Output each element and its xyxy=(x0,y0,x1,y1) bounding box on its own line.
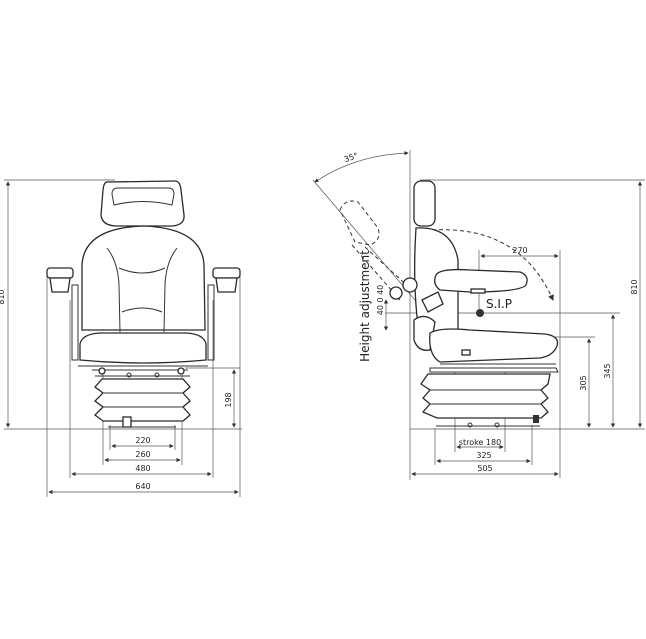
sip-label: S.I.P xyxy=(486,297,512,311)
dim-label-35deg: 35° xyxy=(343,151,359,164)
dim-label-270: 270 xyxy=(512,246,527,255)
dim-label-345: 345 xyxy=(603,363,612,378)
side-seat xyxy=(429,328,559,363)
dim-label-810-side: 810 xyxy=(630,279,639,294)
suspension-bellows xyxy=(94,378,191,422)
side-view: 35° 270 S.I.P Height adjustment 40 0 40 … xyxy=(312,150,645,480)
dim-label-198: 198 xyxy=(224,392,233,407)
dim-label-480: 480 xyxy=(135,464,150,473)
headrest xyxy=(100,180,185,227)
height-adjustment-range: 40 0 40 xyxy=(376,285,385,316)
seat-cushion xyxy=(79,332,207,364)
backrest xyxy=(81,225,206,331)
dim-label-stroke: stroke 180 xyxy=(459,438,501,447)
dim-label-220: 220 xyxy=(135,436,150,445)
dim-label-305: 305 xyxy=(579,375,588,390)
front-view: 810 198 220 260 480 640 xyxy=(0,179,242,497)
dim-label-325: 325 xyxy=(476,451,491,460)
sip-marker xyxy=(476,309,484,317)
angle-arc xyxy=(314,151,409,183)
height-adjustment-label: Height adjustment xyxy=(358,250,372,362)
right-armrest xyxy=(212,267,241,279)
dim-label-640: 640 xyxy=(135,482,150,491)
left-armrest xyxy=(46,267,74,279)
side-armrest xyxy=(434,268,528,293)
side-suspension-bellows xyxy=(420,373,551,419)
dim-label-505: 505 xyxy=(477,464,492,473)
adjust-knob xyxy=(122,416,132,428)
dim-label-810-front: 810 xyxy=(0,289,6,304)
side-headrest xyxy=(413,180,436,227)
dim-label-260: 260 xyxy=(135,450,150,459)
